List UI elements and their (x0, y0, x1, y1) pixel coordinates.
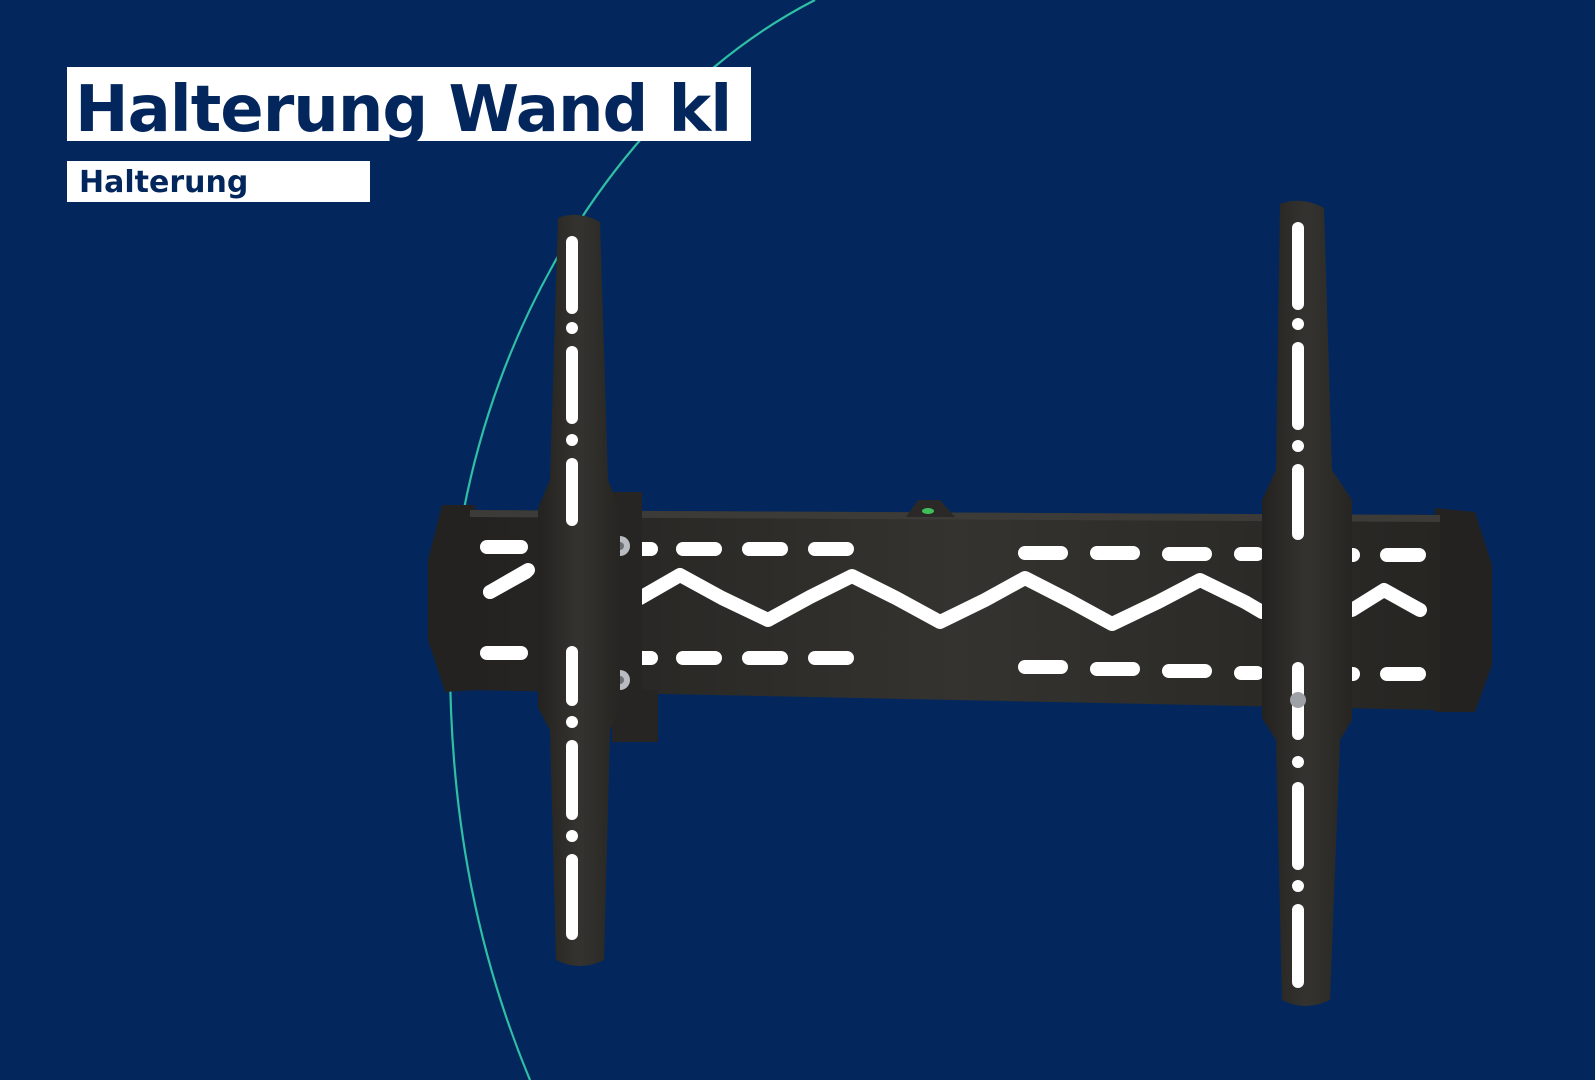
right-vertical-arm (1262, 200, 1352, 1007)
left-arm-slots (566, 236, 578, 940)
subtitle-label: Halterung (67, 161, 370, 202)
left-vertical-arm (538, 214, 620, 967)
bolt-icon (1290, 692, 1306, 708)
rail-end-cap-right (1435, 508, 1492, 712)
product-category: Halterung (79, 165, 249, 200)
product-title: Halterung Wand kl (75, 73, 732, 141)
rail-end-cap-left (428, 505, 478, 692)
rail-slots (480, 540, 1426, 681)
title-label: Halterung Wand kl (67, 67, 751, 141)
right-arm-slots (1292, 222, 1304, 988)
